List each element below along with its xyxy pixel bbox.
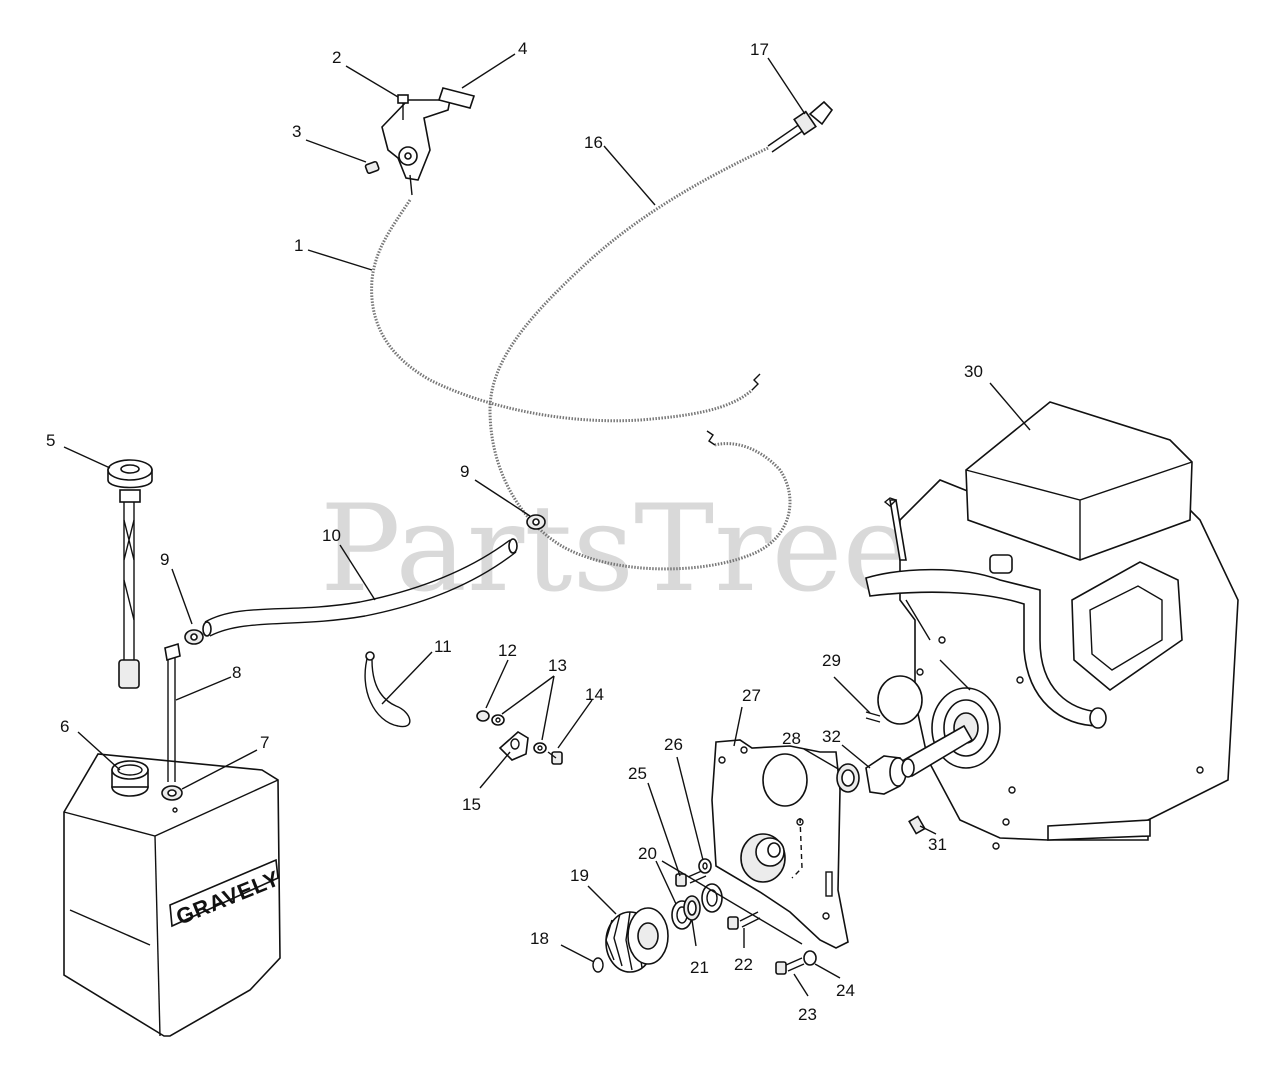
callout-15: 15 (462, 795, 481, 814)
callout-20: 20 (638, 844, 657, 863)
callout-13: 13 (548, 656, 567, 675)
callout-19: 19 (570, 866, 589, 885)
snap-ring-18 (592, 957, 604, 973)
fuel-tank: GRAVELY (63, 753, 284, 1037)
nut-3 (364, 160, 380, 174)
hose-clamp-9a (184, 629, 204, 645)
callout-9-clamp-upper: 9 (460, 462, 469, 481)
callout-32: 32 (822, 727, 841, 746)
bolt-25 (675, 869, 707, 887)
callout-24: 24 (836, 981, 855, 1000)
callout-2: 2 (332, 48, 341, 67)
grommet-7 (161, 785, 183, 801)
clip-15 (498, 731, 529, 761)
callout-11: 11 (434, 637, 452, 656)
washer-13b (533, 742, 547, 754)
set-screw-31 (908, 815, 926, 835)
callout-29: 29 (822, 651, 841, 670)
cable-end-17 (767, 100, 834, 153)
callout-31: 31 (928, 835, 947, 854)
callout-14: 14 (585, 685, 604, 704)
callout-16: 16 (584, 133, 603, 152)
washer-13a (491, 714, 505, 726)
screw-2 (397, 94, 409, 120)
callout-27: 27 (742, 686, 761, 705)
cable-end-hook (751, 373, 761, 391)
throttle-cable (488, 146, 792, 571)
callout-4: 4 (518, 39, 527, 58)
engine-30 (865, 401, 1239, 850)
callout-30: 30 (964, 362, 983, 381)
hose-clamp-9b (526, 514, 546, 530)
callout-8: 8 (232, 663, 241, 682)
cable-end-hook (706, 430, 716, 446)
bearing-plate-27 (711, 739, 849, 949)
seal-28 (836, 763, 860, 793)
control-bracket (381, 99, 451, 196)
washer-26 (698, 858, 712, 874)
bushing-32 (865, 755, 907, 795)
callout-3: 3 (292, 122, 301, 141)
watermark: PartsTree (320, 480, 914, 619)
callouts: 1 2 3 4 5 6 7 8 9 9 10 11 12 13 14 15 16… (46, 39, 983, 1024)
callout-12: 12 (498, 641, 517, 660)
nut-12 (476, 710, 490, 722)
fuel-cap-gauge (107, 459, 153, 689)
fuel-line-8 (164, 642, 181, 782)
fuel-hose-10 (202, 538, 518, 637)
bolt-22 (727, 911, 761, 930)
callout-17: 17 (750, 40, 769, 59)
callout-5: 5 (46, 431, 55, 450)
callout-6: 6 (60, 717, 69, 736)
gear-19 (605, 907, 669, 973)
washer-24 (803, 950, 817, 966)
clip-11 (364, 651, 411, 728)
callout-28: 28 (782, 729, 801, 748)
callout-7: 7 (260, 733, 269, 752)
pin-29 (865, 711, 881, 723)
callout-23: 23 (798, 1005, 817, 1024)
decal-4 (437, 87, 476, 109)
callout-25: 25 (628, 764, 647, 783)
callout-21: 21 (690, 958, 709, 977)
bolt-23 (775, 957, 805, 975)
callout-18: 18 (530, 929, 549, 948)
washer-20b (701, 883, 723, 913)
callout-9-clamp: 9 (160, 550, 169, 569)
callout-10: 10 (322, 526, 341, 545)
callout-26: 26 (664, 735, 683, 754)
screw-14 (547, 751, 563, 765)
callout-1: 1 (294, 236, 303, 255)
washer-21 (683, 895, 701, 921)
leader-lines (63, 53, 1031, 997)
choke-cable (370, 199, 754, 423)
callout-22: 22 (734, 955, 753, 974)
